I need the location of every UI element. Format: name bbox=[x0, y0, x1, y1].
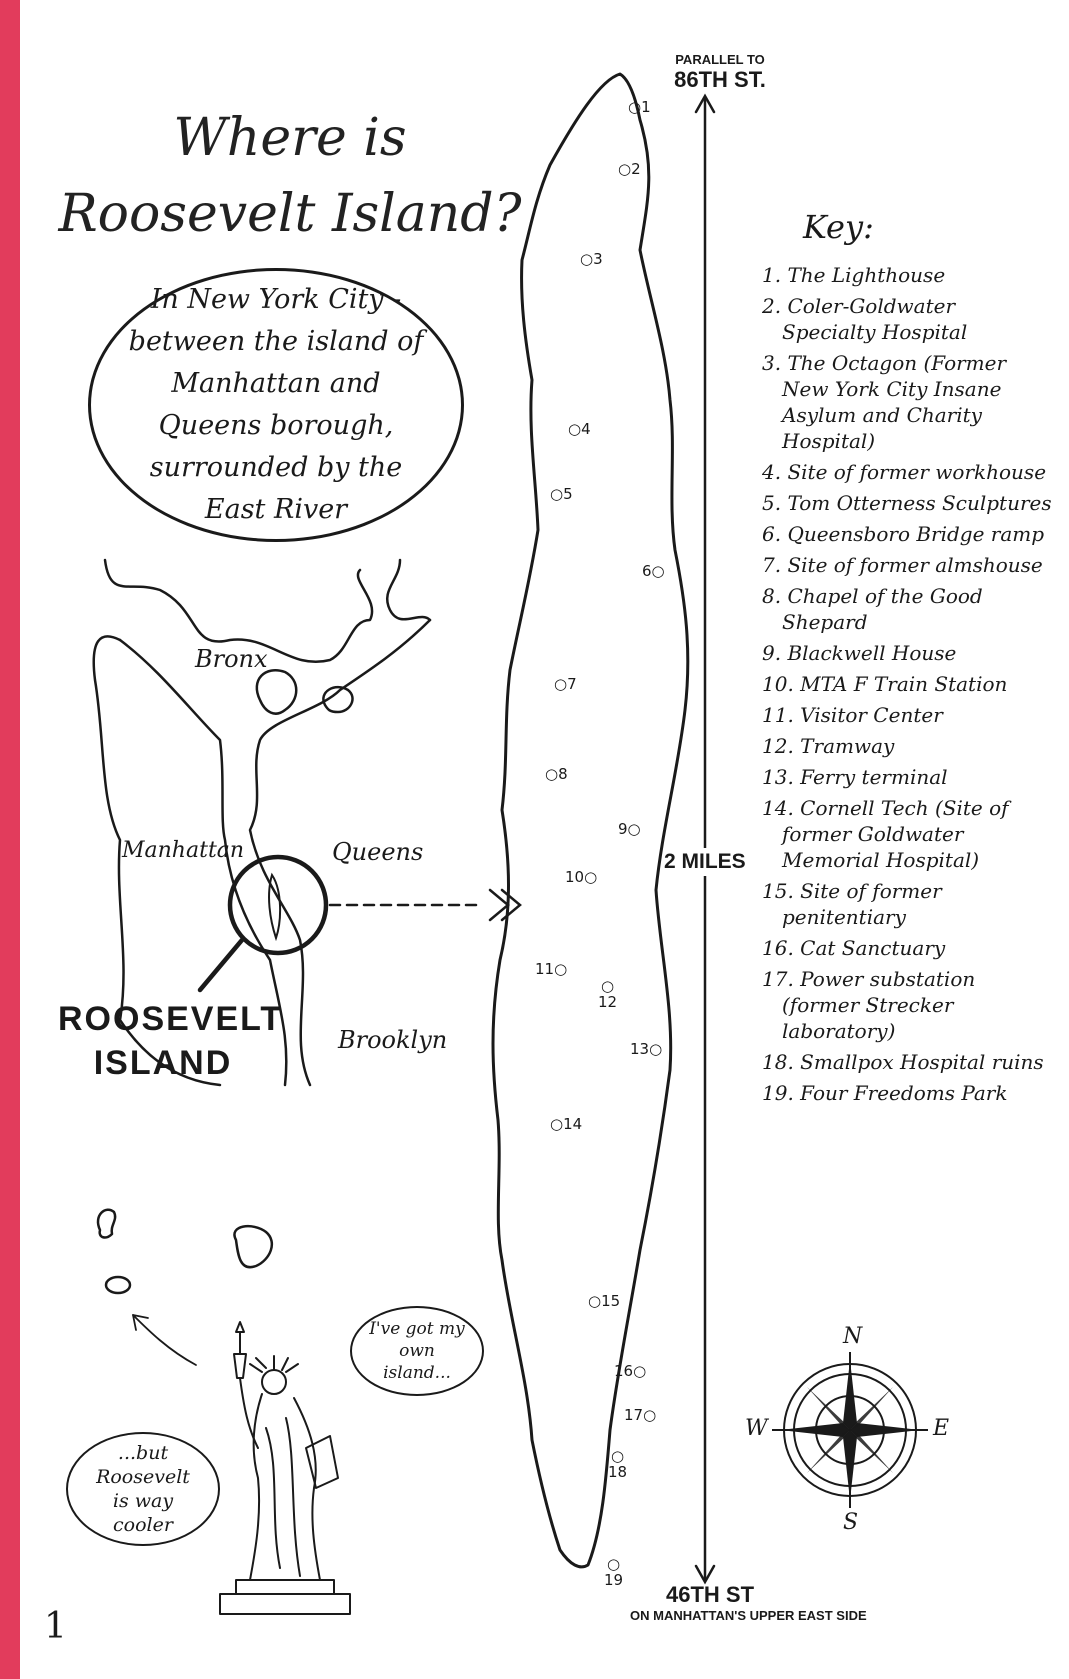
key-title: Key: bbox=[803, 208, 874, 246]
key-item: 9. Blackwell House bbox=[762, 641, 957, 665]
key-item: 16. Cat Sanctuary bbox=[762, 936, 946, 960]
marker-7: ○7 bbox=[554, 675, 577, 693]
brooklyn-label: Brooklyn bbox=[338, 1026, 448, 1054]
south-end-label-big: 46TH ST bbox=[666, 1582, 755, 1607]
intro-bubble: In New York City - between the island of… bbox=[88, 268, 464, 542]
island-outline bbox=[491, 72, 690, 1569]
north-end-label-small: PARALLEL TO bbox=[675, 52, 765, 67]
compass-rose-icon: N S W E bbox=[745, 1324, 949, 1535]
statue-speech-bubble: I've got my own island... bbox=[350, 1306, 484, 1396]
key-item: 17. Power substation (former Strecker la… bbox=[762, 967, 976, 1043]
key-item: 10. MTA F Train Station bbox=[762, 672, 1008, 696]
marker-15: ○15 bbox=[588, 1292, 621, 1310]
marker-6: 6○ bbox=[642, 562, 665, 580]
north-end-label: PARALLEL TO 86TH ST. bbox=[640, 52, 800, 93]
marker-18: ○18 bbox=[608, 1447, 628, 1481]
roosevelt-island-label: ROOSEVELT ISLAND bbox=[58, 1000, 284, 1082]
key-list: 1. The Lighthouse 2. Coler-Goldwater Spe… bbox=[762, 262, 1052, 1111]
marker-11: 11○ bbox=[535, 960, 568, 978]
marker-1: ○1 bbox=[628, 98, 651, 116]
bronx-label: Bronx bbox=[195, 645, 268, 673]
statue-speech-text: I've got my own island... bbox=[369, 1319, 465, 1383]
compass-e: E bbox=[933, 1416, 950, 1441]
marker-5: ○5 bbox=[550, 485, 573, 503]
key-item: 13. Ferry terminal bbox=[762, 765, 948, 789]
key-item: 4. Site of former workhouse bbox=[762, 460, 1047, 484]
marker-10: 10○ bbox=[565, 868, 598, 886]
margin-bar bbox=[0, 0, 20, 1679]
key-item: 6. Queensboro Bridge ramp bbox=[762, 522, 1045, 546]
marker-19: ○19 bbox=[604, 1555, 624, 1589]
key-item: 7. Site of former almshouse bbox=[762, 553, 1043, 577]
south-end-label: 46TH ST ON MANHATTAN'S UPPER EAST SIDE bbox=[630, 1582, 920, 1623]
marker-9: 9○ bbox=[618, 820, 641, 838]
distance-label: 2 MILES bbox=[664, 848, 746, 876]
marker-17: 17○ bbox=[624, 1406, 657, 1424]
title-line-1: Where is bbox=[173, 108, 407, 168]
harbor-islands bbox=[96, 1208, 274, 1366]
key-item: 19. Four Freedoms Park bbox=[762, 1081, 1008, 1105]
compass-w: W bbox=[745, 1416, 768, 1441]
key-item: 12. Tramway bbox=[762, 734, 895, 758]
north-end-label-big: 86TH ST. bbox=[674, 67, 766, 92]
key-item: 1. The Lighthouse bbox=[762, 263, 946, 287]
marker-14: ○14 bbox=[550, 1115, 583, 1133]
key-item: 15. Site of former penitentiary bbox=[762, 879, 942, 929]
key-item: 2. Coler-Goldwater Specialty Hospital bbox=[762, 294, 968, 344]
key-item: 11. Visitor Center bbox=[762, 703, 943, 727]
reply-speech-text: ...but Roosevelt is way cooler bbox=[96, 1442, 190, 1536]
title-line-2: Roosevelt Island? bbox=[58, 184, 522, 244]
reply-speech-bubble: ...but Roosevelt is way cooler bbox=[66, 1432, 220, 1546]
marker-12: ○12 bbox=[598, 977, 618, 1011]
page-number: 1 bbox=[44, 1606, 67, 1647]
statue-of-liberty-icon bbox=[219, 1321, 351, 1615]
south-end-label-small: ON MANHATTAN'S UPPER EAST SIDE bbox=[630, 1608, 867, 1623]
intro-text: In New York City - between the island of… bbox=[128, 284, 424, 525]
marker-16: 16○ bbox=[614, 1362, 647, 1380]
zoom-callout bbox=[197, 854, 522, 993]
marker-2: ○2 bbox=[618, 160, 641, 178]
nyc-map bbox=[92, 558, 432, 1087]
marker-8: ○8 bbox=[545, 765, 568, 783]
compass-s: S bbox=[843, 1510, 859, 1535]
key-item: 14. Cornell Tech (Site of former Goldwat… bbox=[762, 796, 1009, 872]
compass-n: N bbox=[843, 1324, 863, 1349]
key-item: 18. Smallpox Hospital ruins bbox=[762, 1050, 1044, 1074]
key-item: 8. Chapel of the Good Shepard bbox=[762, 584, 983, 634]
key-item: 5. Tom Otterness Sculptures bbox=[762, 491, 1052, 515]
key-item: 3. The Octagon (Former New York City Ins… bbox=[762, 351, 1007, 453]
marker-13: 13○ bbox=[630, 1040, 663, 1058]
queens-label: Queens bbox=[332, 838, 424, 866]
marker-4: ○4 bbox=[568, 420, 591, 438]
page-title: Where is Roosevelt Island? bbox=[50, 100, 530, 252]
manhattan-label: Manhattan bbox=[122, 838, 245, 863]
marker-3: ○3 bbox=[580, 250, 603, 268]
scale-arrow-icon bbox=[694, 93, 716, 1585]
